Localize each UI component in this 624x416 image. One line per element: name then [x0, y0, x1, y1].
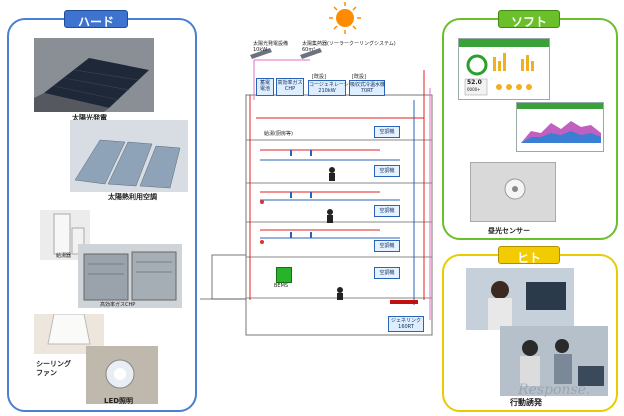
chp-box: 高効率ガス CHP: [276, 78, 304, 96]
action-caption: 行動誘発: [510, 398, 542, 407]
ceiling-fan-caption-text: シーリング ファン: [36, 360, 71, 377]
water-heater-image: [53, 213, 85, 255]
office-photo-2-image: [500, 326, 608, 396]
sun-icon: [329, 2, 361, 34]
office-photo-2: [500, 326, 608, 396]
occupant-icons: [260, 150, 343, 300]
solar-thermal-label: 太陽集熱器(ソーラークーリングシステム) 60m²: [302, 41, 396, 53]
light-sensor-photo: [470, 162, 556, 222]
dashboard-image: [459, 39, 549, 96]
solar-thermal-photo: [70, 120, 188, 192]
absorb-box-text: 吸収式冷温水機 70RT: [350, 82, 386, 94]
dashboard-readout-top: 52.0: [467, 79, 482, 86]
ceiling-fan-caption: シーリング ファン: [36, 360, 71, 378]
ac-unit-floor-3: 空調機: [374, 205, 400, 217]
human-panel-title: ヒト: [498, 246, 560, 265]
soft-panel-title: ソフト: [498, 10, 560, 29]
led-caption: LED照明: [104, 397, 134, 405]
solar-thermal-caption: 太陽熱利用空調: [108, 193, 157, 201]
graph-screenshot: [516, 102, 604, 152]
cogen-existing-label: [既設]: [312, 74, 326, 80]
bems-label: BEMS: [274, 283, 289, 289]
graph-image: [517, 103, 603, 143]
building-annex: [211, 254, 247, 300]
ac-unit-floor-2: 空調機: [374, 240, 400, 252]
chp-caption: 高効率ガスCHP: [100, 302, 136, 308]
chp-box-text: 高効率ガス CHP: [277, 80, 303, 92]
led-image: [86, 346, 158, 404]
office-photo-1: [466, 268, 574, 330]
office-photo-1-image: [466, 268, 574, 330]
ac-unit-floor-4: 空調機: [374, 165, 400, 177]
geothermal-box: ジェネリンク 160RT: [388, 316, 424, 332]
hard-panel-title: ハード: [64, 10, 128, 29]
led-photo: [86, 346, 158, 404]
solar-thermal-label-text: 太陽集熱器(ソーラークーリングシステム) 60m²: [302, 41, 396, 53]
storage-battery-box: 蓄電 電池: [256, 78, 274, 96]
solar-panel-caption: 太陽光発電: [72, 114, 107, 122]
blue-pipes: [260, 100, 415, 305]
chp-photo: [78, 244, 182, 308]
geothermal-box-text: ジェネリンク 160RT: [390, 318, 421, 330]
ceiling-fan-image: [34, 314, 104, 354]
solar-pv-label-text: 太陽光発電設備 10kW: [253, 41, 289, 53]
light-sensor-image: [471, 163, 555, 221]
cogen-box-text: コージェネレーション 210kW: [309, 82, 359, 94]
dashboard-readout-bottom: 0000+: [467, 87, 481, 92]
watermark: Response.: [518, 382, 591, 398]
storage-battery-text: 蓄電 電池: [259, 80, 270, 92]
magenta-lines: [253, 59, 431, 320]
absorb-existing-label: [既設]: [352, 74, 366, 80]
cogen-box: コージェネレーション 210kW: [308, 80, 359, 96]
solar-pv-label: 太陽光発電設備 10kW: [253, 41, 288, 53]
bems-box: [276, 267, 292, 283]
hot-water-label: 給湯(厨房等): [264, 131, 293, 137]
solar-thermal-image: [70, 120, 188, 192]
chp-image: [78, 244, 182, 308]
roof-solar-icons: [250, 48, 322, 59]
red-pipes: [249, 70, 425, 300]
light-sensor-caption: 昼光センサー: [488, 227, 530, 235]
ac-unit-floor-1: 空調機: [374, 267, 400, 279]
solar-panel-photo: [34, 38, 154, 112]
ac-unit-floor-5: 空調機: [374, 126, 400, 138]
absorb-box: 吸収式冷温水機 70RT: [349, 80, 385, 96]
ground-marker: [390, 300, 418, 304]
solar-panel-image: [34, 38, 154, 112]
water-heater-caption: 給湯器: [56, 253, 72, 259]
dashboard-screenshot: 52.0 0000+: [458, 38, 550, 100]
